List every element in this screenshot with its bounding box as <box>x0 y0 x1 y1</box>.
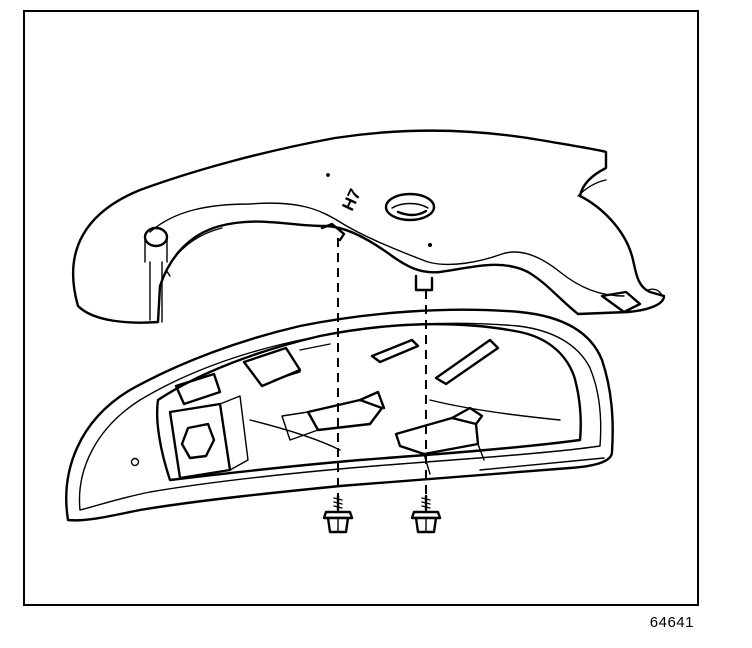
lamp-housing <box>65 308 614 522</box>
screw-right <box>410 494 442 534</box>
upper-cover <box>71 129 666 324</box>
figure-number: 64641 <box>649 614 694 631</box>
screw-left <box>322 494 354 534</box>
